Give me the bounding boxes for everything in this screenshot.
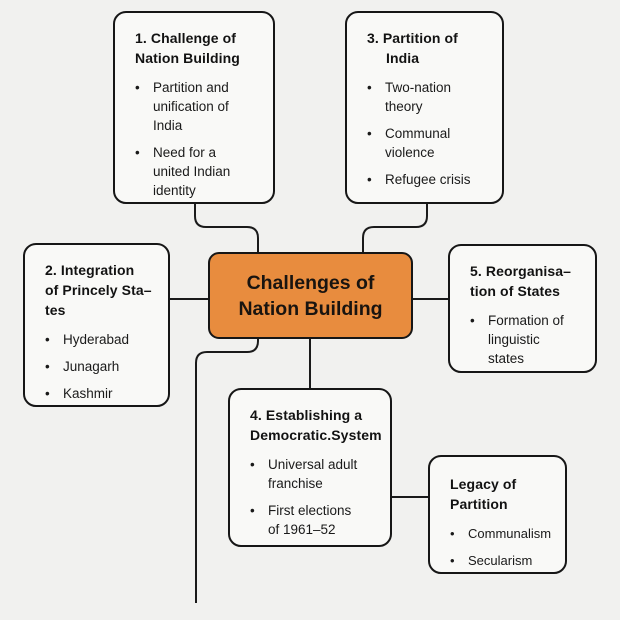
bullet-list: Hyderabad Junagarh Kashmir	[45, 330, 158, 403]
list-item: Two-nation theory	[367, 78, 492, 116]
bullet-list: Two-nation theory Communal violence Refu…	[367, 78, 492, 189]
node-title: 5. Reorganisa– tion of States	[470, 263, 571, 299]
bullet-list: Universal adult franchise First election…	[250, 455, 386, 539]
node-reorganisation-of-states[interactable]: 5. Reorganisa– tion of States Formation …	[448, 244, 597, 373]
node-legacy-of-partition[interactable]: Legacy of Partition Communalism Seculari…	[428, 455, 567, 574]
bullet-icon	[250, 501, 268, 539]
list-item: Hyderabad	[45, 330, 158, 349]
connector-center-dangling-line	[195, 337, 259, 603]
node-establishing-a-democratic-system[interactable]: 4. Establishing a Democratic.System Univ…	[228, 388, 392, 547]
list-item: Secularism	[450, 551, 555, 570]
bullet-icon	[45, 330, 63, 349]
bullet-icon	[135, 143, 153, 200]
list-item: Universal adult franchise	[250, 455, 386, 493]
bullet-icon	[45, 384, 63, 403]
bullet-list: Communalism Secularism	[450, 524, 555, 570]
list-item: First elections of 1961–52	[250, 501, 386, 539]
bullet-icon	[470, 311, 488, 368]
node-title: 3. Partition of India	[367, 30, 458, 66]
list-item: Kashmir	[45, 384, 158, 403]
node-title: 1. Challenge of Nation Building	[135, 30, 240, 66]
bullet-icon	[450, 524, 468, 543]
node-title: 4. Establishing a Democratic.System	[250, 407, 382, 443]
bullet-icon	[135, 78, 153, 135]
list-item: Communal violence	[367, 124, 492, 162]
bullet-list: Formation of linguistic states	[470, 311, 585, 368]
bullet-list: Partition and unification of India Need …	[135, 78, 263, 200]
bullet-icon	[367, 170, 385, 189]
node-title: Legacy of Partition	[450, 476, 517, 512]
list-item: Refugee crisis	[367, 170, 492, 189]
list-item: Communalism	[450, 524, 555, 543]
connector-node1-to-center	[194, 203, 259, 253]
list-item: Need for a united Indian identity	[135, 143, 263, 200]
bullet-icon	[367, 124, 385, 162]
node-partition-of-india[interactable]: 3. Partition of India Two-nation theory …	[345, 11, 504, 204]
node-integration-of-princely-states[interactable]: 2. Integration of Princely Sta– tes Hyde…	[23, 243, 170, 407]
list-item: Formation of linguistic states	[470, 311, 585, 368]
bullet-icon	[367, 78, 385, 116]
center-node-title: Challenges of Nation Building	[238, 271, 383, 320]
list-item: Partition and unification of India	[135, 78, 263, 135]
bullet-icon	[250, 455, 268, 493]
center-node-challenges-of-nation-building[interactable]: Challenges of Nation Building	[208, 252, 413, 339]
node-title: 2. Integration of Princely Sta– tes	[45, 262, 152, 318]
list-item: Junagarh	[45, 357, 158, 376]
node-challenge-of-nation-building[interactable]: 1. Challenge of Nation Building Partitio…	[113, 11, 275, 204]
bullet-icon	[45, 357, 63, 376]
bullet-icon	[450, 551, 468, 570]
connector-node3-to-center	[362, 203, 428, 253]
